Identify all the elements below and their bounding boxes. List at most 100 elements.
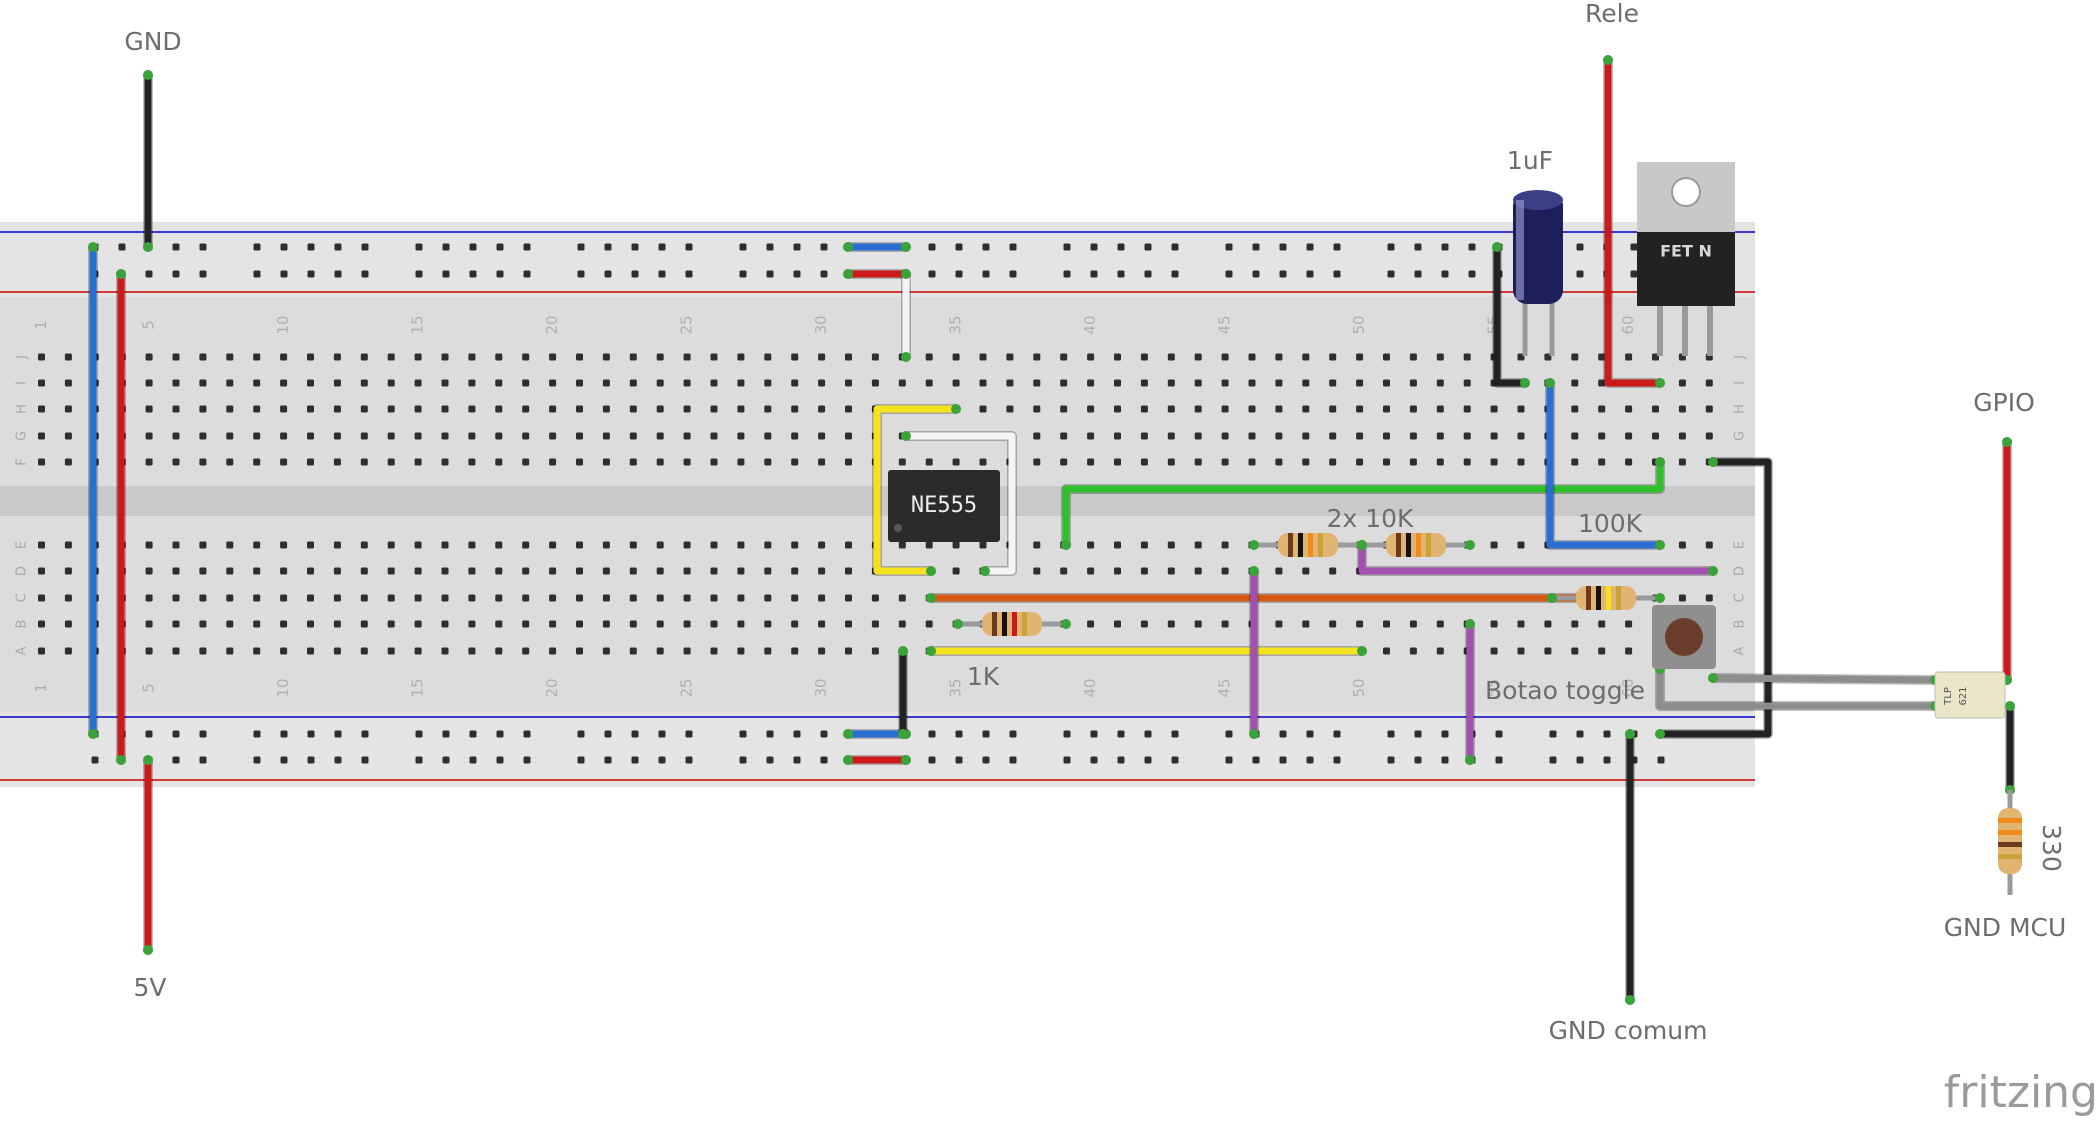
rail-hole bbox=[1225, 270, 1233, 278]
row-letter: G bbox=[1733, 431, 1748, 441]
resistors bbox=[953, 533, 2022, 895]
hole bbox=[253, 353, 261, 361]
hole bbox=[38, 567, 45, 575]
hole bbox=[172, 620, 180, 628]
hole bbox=[1033, 541, 1041, 549]
wire-green-gate bbox=[1061, 457, 1665, 550]
rail-hole bbox=[1117, 756, 1125, 764]
row-letter: D bbox=[1733, 566, 1748, 576]
hole bbox=[629, 567, 637, 575]
rail-hole bbox=[739, 270, 747, 278]
hole bbox=[1356, 405, 1364, 413]
hole bbox=[952, 567, 960, 575]
label-rele: Rele bbox=[1585, 0, 1639, 28]
rail-hole bbox=[982, 730, 990, 738]
hole bbox=[1114, 432, 1121, 440]
hole bbox=[1463, 379, 1471, 387]
hole bbox=[522, 353, 530, 361]
hole bbox=[1544, 620, 1552, 628]
hole bbox=[1167, 379, 1175, 387]
label-capacitor: 1uF bbox=[1507, 146, 1553, 175]
hole bbox=[1167, 353, 1175, 361]
rail-hole bbox=[361, 243, 369, 251]
column-number: 20 bbox=[543, 315, 561, 334]
wire-white-loop bbox=[901, 431, 1017, 576]
hole bbox=[1033, 379, 1041, 387]
hole bbox=[737, 620, 745, 628]
hole bbox=[549, 594, 557, 602]
hole bbox=[441, 458, 449, 466]
rail-hole bbox=[253, 756, 261, 764]
rail-hole bbox=[1468, 270, 1476, 278]
hole bbox=[38, 620, 45, 628]
rail-hole bbox=[496, 270, 504, 278]
hole bbox=[764, 405, 772, 413]
hole bbox=[629, 432, 637, 440]
hole bbox=[1463, 458, 1471, 466]
rail-hole bbox=[982, 243, 990, 251]
hole bbox=[1436, 458, 1444, 466]
wire-yellow-bottom bbox=[926, 646, 1367, 656]
hole bbox=[1033, 405, 1041, 413]
hole bbox=[1490, 432, 1498, 440]
hole bbox=[629, 379, 637, 387]
hole bbox=[414, 567, 422, 575]
hole bbox=[495, 620, 503, 628]
hole bbox=[1087, 541, 1095, 549]
hole bbox=[495, 405, 503, 413]
wire-gnd-rail-link bbox=[88, 242, 98, 739]
rail-hole bbox=[820, 270, 828, 278]
hole bbox=[1140, 541, 1148, 549]
hole bbox=[764, 541, 772, 549]
column-number: 45 bbox=[1216, 678, 1234, 697]
hole bbox=[1571, 432, 1579, 440]
column-number: 10 bbox=[274, 315, 292, 334]
rail-hole bbox=[469, 756, 477, 764]
row-letter: C bbox=[1733, 593, 1748, 602]
hole bbox=[307, 594, 314, 602]
hole bbox=[1678, 405, 1686, 413]
rail-hole bbox=[1144, 756, 1152, 764]
hole bbox=[280, 594, 288, 602]
hole bbox=[1114, 458, 1121, 466]
hole bbox=[1248, 405, 1256, 413]
hole bbox=[253, 620, 261, 628]
hole bbox=[38, 379, 45, 387]
hole bbox=[1248, 353, 1256, 361]
column-number: 5 bbox=[140, 320, 158, 330]
rail-hole bbox=[1387, 270, 1395, 278]
rail-hole bbox=[1576, 243, 1584, 251]
hole bbox=[576, 541, 583, 549]
hole bbox=[64, 541, 72, 549]
rail-hole bbox=[685, 756, 693, 764]
wire-rail-blue-top bbox=[843, 242, 911, 252]
hole bbox=[1356, 379, 1364, 387]
rail-hole bbox=[604, 270, 612, 278]
rail-hole bbox=[604, 730, 612, 738]
hole bbox=[1275, 353, 1283, 361]
hole bbox=[468, 405, 476, 413]
rail-hole bbox=[685, 730, 693, 738]
rail-hole bbox=[955, 243, 963, 251]
hole bbox=[1114, 620, 1121, 628]
hole bbox=[199, 541, 207, 549]
hole bbox=[1383, 647, 1390, 655]
wire-yellow-trigger bbox=[872, 404, 961, 576]
hole bbox=[871, 620, 879, 628]
hole bbox=[791, 432, 799, 440]
hole bbox=[333, 567, 341, 575]
hole bbox=[1248, 379, 1256, 387]
hole bbox=[979, 541, 987, 549]
hole bbox=[1517, 458, 1525, 466]
rail-hole bbox=[172, 756, 180, 764]
hole bbox=[656, 594, 664, 602]
hole bbox=[333, 594, 341, 602]
hole bbox=[1087, 405, 1095, 413]
hole bbox=[871, 379, 879, 387]
hole bbox=[925, 458, 933, 466]
hole bbox=[307, 405, 314, 413]
rail-hole bbox=[145, 730, 153, 738]
hole bbox=[1140, 353, 1148, 361]
hole bbox=[1436, 647, 1444, 655]
